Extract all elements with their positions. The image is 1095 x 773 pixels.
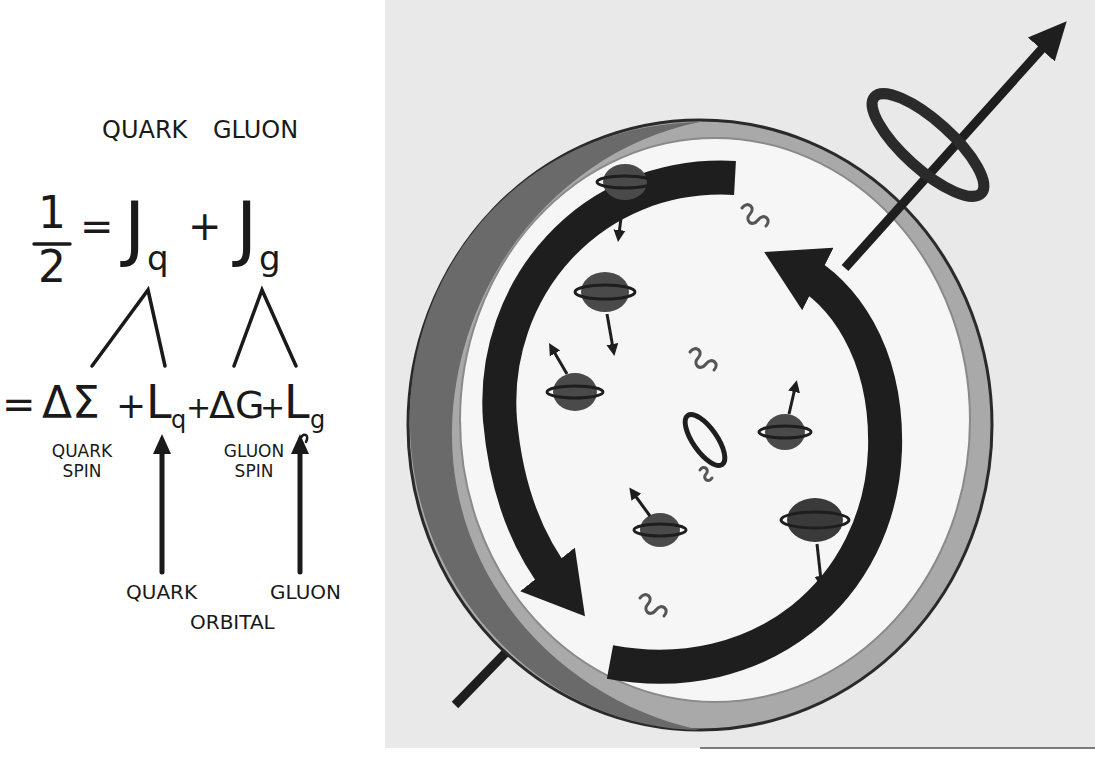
spin-ring (858, 79, 997, 211)
hook (300, 435, 307, 442)
split-line (234, 290, 296, 366)
term-label: QUARK SPIN (48, 442, 116, 481)
formula-symbol: = (2, 384, 36, 424)
quark (597, 164, 653, 234)
formula-symbol: J (124, 192, 145, 264)
sphere-inner (460, 138, 970, 702)
quark (634, 494, 686, 547)
gluon-spring (700, 467, 712, 480)
term-label: ORBITAL (190, 612, 275, 632)
formula-symbol: L (146, 379, 172, 425)
formula-symbol: + (116, 388, 146, 424)
gluon-spring (640, 595, 666, 616)
formula-subscript: g (259, 241, 281, 275)
rule (700, 747, 1095, 749)
gluon-spring (690, 349, 716, 370)
term-label: GLUON (270, 582, 341, 602)
pointer-arrows (162, 435, 307, 572)
gluon-loop (678, 409, 732, 472)
term-label: QUARK (126, 582, 197, 602)
formula-subscript: q (171, 408, 186, 432)
proton-sphere (408, 120, 992, 730)
component-heading: GLUON (213, 118, 298, 142)
formula-symbol: + (186, 393, 211, 423)
split-line (92, 290, 165, 366)
formula-symbol: ΔG (209, 386, 264, 424)
up-arrow (298, 450, 303, 572)
formula-symbol: + (188, 206, 222, 246)
formula-subscript: q (147, 241, 169, 275)
rotation-arrow (610, 270, 885, 667)
formula-symbol: ΔΣ (42, 381, 100, 425)
formula-symbol: J (236, 192, 257, 264)
quark (547, 350, 603, 411)
formula-symbol: + (260, 393, 285, 423)
component-heading: QUARK (102, 118, 187, 142)
up-arrow (160, 450, 165, 572)
quark (781, 498, 849, 580)
formula-symbol: 2 (38, 245, 66, 289)
formula-subscript: g (310, 408, 325, 432)
quark (575, 272, 635, 348)
quark (759, 388, 811, 450)
spin-axis (845, 42, 1048, 268)
photo-ground (385, 0, 1095, 748)
formula-symbol: = (80, 206, 114, 246)
formula-symbol: L (284, 379, 310, 425)
term-label: GLUON SPIN (220, 442, 288, 481)
rotation-arrow (499, 178, 735, 585)
formula-symbol: 1 (38, 191, 66, 235)
gluon-spring (742, 205, 768, 226)
